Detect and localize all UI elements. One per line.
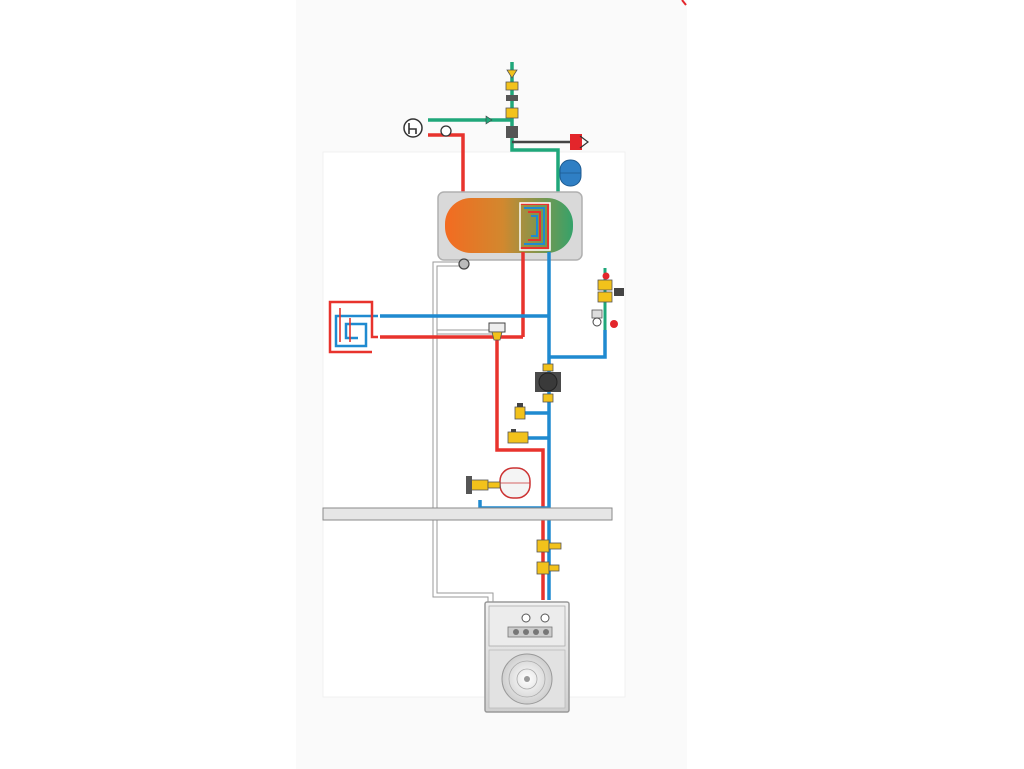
corner-red-mark — [681, 0, 687, 6]
flow-valve-2 — [507, 429, 529, 444]
hot-outlet-gauge — [440, 125, 452, 137]
heat-pump-fan-icon — [484, 601, 570, 713]
heat-pump-isolation-valves — [536, 539, 562, 575]
flow-valve-1 — [514, 403, 526, 420]
fill-valve-group — [466, 476, 501, 494]
three-way-valve-icon — [488, 322, 506, 341]
hot-water-outlet-pipe — [428, 133, 465, 195]
shower-tap-icon — [403, 118, 423, 138]
control-wiring — [432, 261, 495, 605]
circulation-pump-group — [535, 363, 561, 403]
dhw-safety-group — [591, 272, 624, 328]
floor-slab — [322, 507, 613, 521]
domestic-water-piping — [428, 62, 560, 195]
underfloor-heating-icon — [328, 300, 378, 354]
safety-valve-icon — [570, 134, 589, 150]
dhw-expansion-vessel — [559, 159, 582, 187]
heat-exchanger-coil — [520, 203, 549, 249]
heating-expansion-vessel — [499, 467, 531, 499]
dhw-storage-tank — [437, 191, 583, 261]
tank-sensor-icon — [458, 258, 470, 270]
mains-valve-group — [485, 69, 519, 138]
